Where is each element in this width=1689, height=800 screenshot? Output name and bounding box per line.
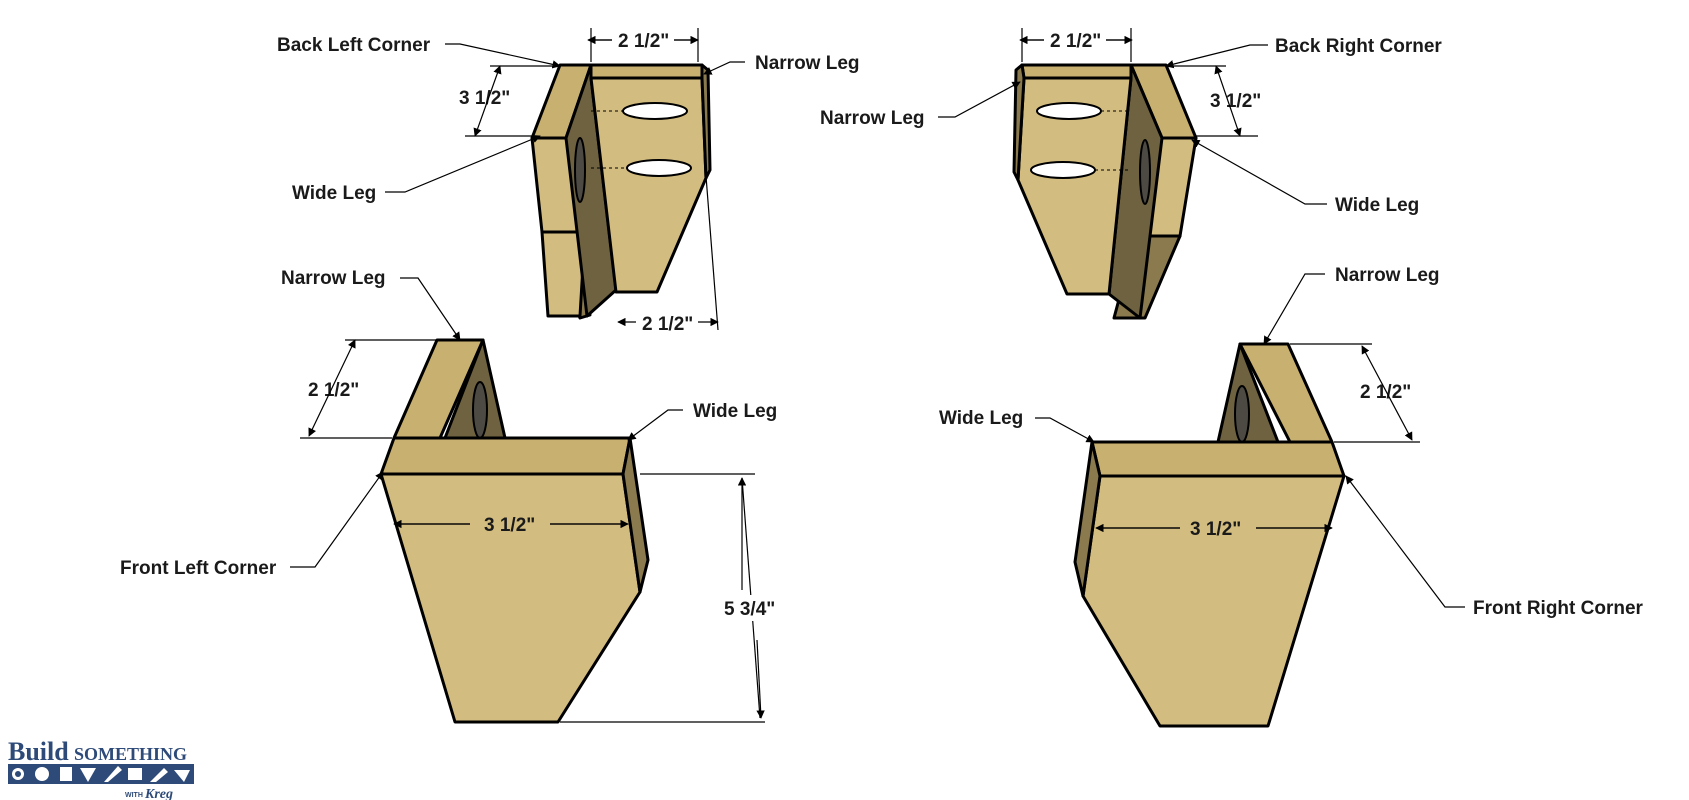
logo-brush-icon — [150, 768, 168, 782]
back-left-wide-leg-lower — [540, 230, 587, 318]
logo-hammer-icon — [80, 768, 96, 782]
label-back-right-wide-leg: Wide Leg — [1335, 195, 1419, 216]
label-front-right-narrow-leg: Narrow Leg — [1335, 265, 1440, 286]
buildsomething-kreg-logo: Build SOMETHING WITH Kreg — [8, 737, 194, 800]
label-back-left-corner: Back Left Corner — [277, 35, 431, 56]
dim-front-left-width: 3 1/2" — [484, 515, 535, 536]
front-right-corner-piece — [1073, 342, 1346, 728]
back-right-pocket-hole-1 — [1036, 102, 1102, 120]
logo-saw-blade-icon — [35, 767, 49, 781]
back-right-narrow-leg-top — [1020, 63, 1133, 80]
dim-front-right-width: 3 1/2" — [1190, 519, 1241, 540]
front-right-wide-leg-top — [1090, 440, 1346, 478]
front-left-wide-leg-face — [379, 472, 642, 724]
label-front-right-wide-leg: Wide Leg — [939, 408, 1023, 429]
back-right-side-hole — [1139, 139, 1151, 205]
label-back-right-narrow-leg: Narrow Leg — [820, 108, 925, 129]
dim-back-left-height: 3 1/2" — [459, 88, 510, 109]
front-right-wide-leg-side — [1073, 440, 1102, 598]
logo-build-text: Build — [8, 737, 69, 766]
front-left-wide-leg-side — [621, 436, 650, 594]
front-left-corner-piece — [379, 338, 650, 724]
dim-back-right-top-width: 2 1/2" — [1050, 31, 1101, 52]
front-left-wide-leg-top — [379, 436, 632, 476]
logo-drill-icon — [128, 768, 142, 780]
logo-something-text: SOMETHING — [74, 744, 187, 764]
dim-front-left-leg-height: 2 1/2" — [308, 380, 359, 401]
label-front-left-corner: Front Left Corner — [120, 558, 277, 579]
label-front-right-corner: Front Right Corner — [1473, 598, 1644, 619]
front-left-side-hole — [472, 381, 488, 439]
label-front-left-wide-leg: Wide Leg — [693, 401, 777, 422]
label-back-left-wide-leg: Wide Leg — [292, 183, 376, 204]
dim-back-right-height: 3 1/2" — [1210, 91, 1261, 112]
label-front-left-narrow-leg: Narrow Leg — [281, 268, 386, 289]
back-right-narrow-leg-side — [1012, 63, 1026, 182]
back-left-pocket-hole-2 — [626, 159, 692, 177]
logo-screwdriver-icon — [104, 766, 122, 782]
logo-square-icon — [60, 767, 72, 781]
logo-tool-icons — [8, 764, 194, 784]
back-left-side-hole — [574, 137, 586, 203]
back-right-pocket-hole-2 — [1030, 161, 1096, 179]
dim-back-left-top-width: 2 1/2" — [618, 31, 669, 52]
front-right-side-hole — [1234, 385, 1250, 443]
label-back-right-corner: Back Right Corner — [1275, 36, 1442, 57]
back-left-corner-piece — [530, 63, 712, 320]
dim-back-left-bottom-width: 2 1/2" — [642, 314, 693, 335]
logo-with-text: WITH — [125, 792, 143, 799]
label-back-left-narrow-leg: Narrow Leg — [755, 53, 860, 74]
logo-kreg-text: Kreg — [144, 787, 173, 800]
back-left-narrow-leg-top — [589, 63, 704, 80]
back-left-pocket-hole-1 — [622, 102, 688, 120]
front-right-wide-leg-face — [1081, 474, 1346, 728]
dim-front-right-leg-height: 2 1/2" — [1360, 382, 1411, 403]
logo-clamp-icon — [174, 770, 190, 782]
dim-front-left-height: 5 3/4" — [724, 599, 775, 620]
back-right-corner-piece — [1012, 63, 1198, 320]
